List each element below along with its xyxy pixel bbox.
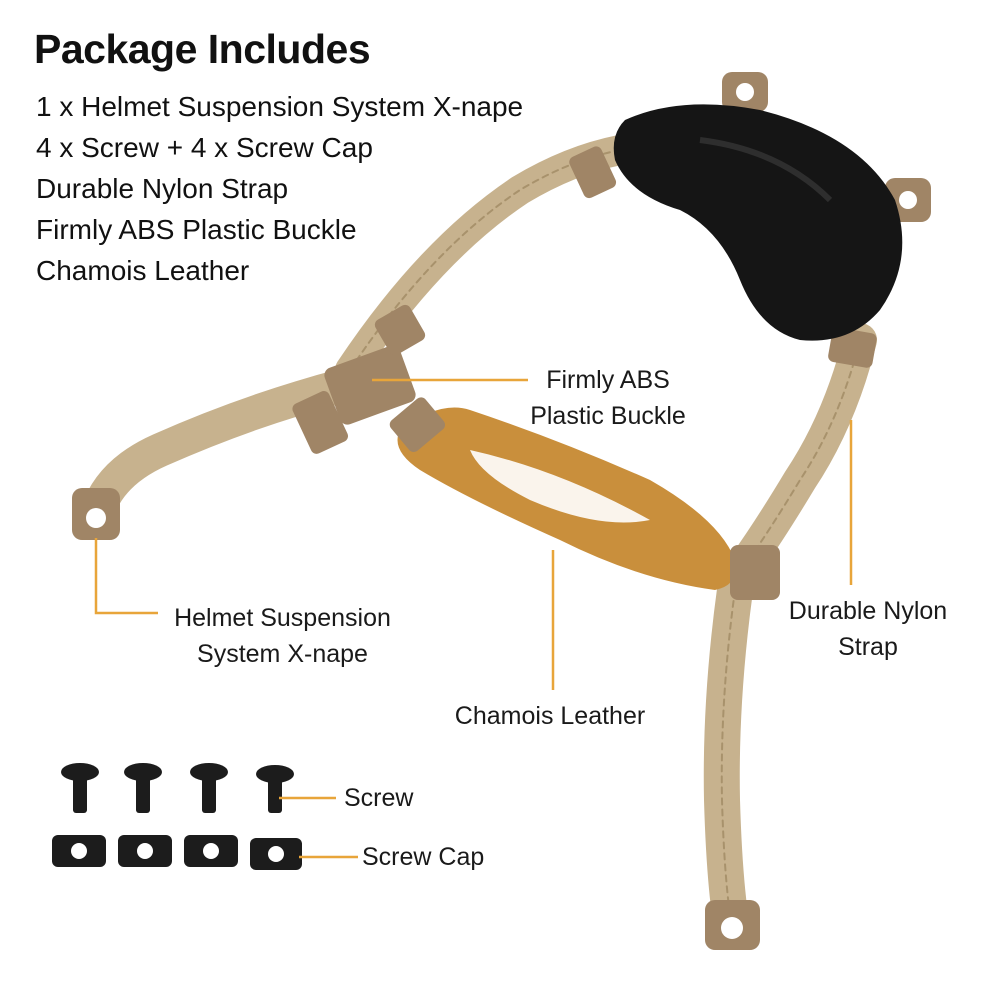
callout-buckle: Firmly ABS Plastic Buckle xyxy=(518,362,698,434)
leader-lines xyxy=(94,378,853,859)
callout-strap: Durable Nylon Strap xyxy=(778,593,958,665)
screw-cap xyxy=(250,838,302,870)
leader-suspension xyxy=(94,538,158,615)
screw-cap xyxy=(118,835,172,867)
callout-buckle-line2: Plastic Buckle xyxy=(530,402,686,430)
list-item: 4 x Screw + 4 x Screw Cap xyxy=(36,132,373,163)
screw xyxy=(124,763,162,813)
callout-screw-line1: Screw xyxy=(344,784,414,812)
callout-suspension: Helmet Suspension System X-nape xyxy=(160,600,405,672)
callout-screw: Screw xyxy=(344,780,434,816)
callout-buckle-line1: Firmly ABS xyxy=(546,366,670,394)
callout-suspension-line1: Helmet Suspension xyxy=(174,604,391,632)
callout-strap-line2: Strap xyxy=(838,633,898,661)
chamois-leather xyxy=(397,407,736,590)
screw xyxy=(190,763,228,813)
callout-strap-line1: Durable Nylon xyxy=(788,597,948,625)
screw-cap xyxy=(184,835,238,867)
package-includes-list: 1 x Helmet Suspension System X-nape 4 x … xyxy=(36,86,523,291)
list-item: 1 x Helmet Suspension System X-nape xyxy=(36,91,524,122)
list-item: Firmly ABS Plastic Buckle xyxy=(36,214,357,245)
page-title: Package Includes xyxy=(34,26,371,72)
callout-cap: Screw Cap xyxy=(362,839,502,875)
list-item: Chamois Leather xyxy=(36,255,250,286)
callout-leather-line1: Chamois Leather xyxy=(454,702,646,730)
nape-pad xyxy=(613,104,903,341)
callout-leather: Chamois Leather xyxy=(440,698,660,734)
screw-cap-set xyxy=(52,835,302,870)
screw-set xyxy=(61,763,294,813)
callout-cap-line1: Screw Cap xyxy=(362,843,485,871)
screw xyxy=(256,765,294,813)
screw xyxy=(61,763,99,813)
list-item: Durable Nylon Strap xyxy=(36,173,289,204)
mounting-anchor xyxy=(72,72,931,950)
callout-suspension-line2: System X-nape xyxy=(197,640,368,668)
abs-plastic-buckle xyxy=(292,146,877,600)
screw-cap xyxy=(52,835,106,867)
